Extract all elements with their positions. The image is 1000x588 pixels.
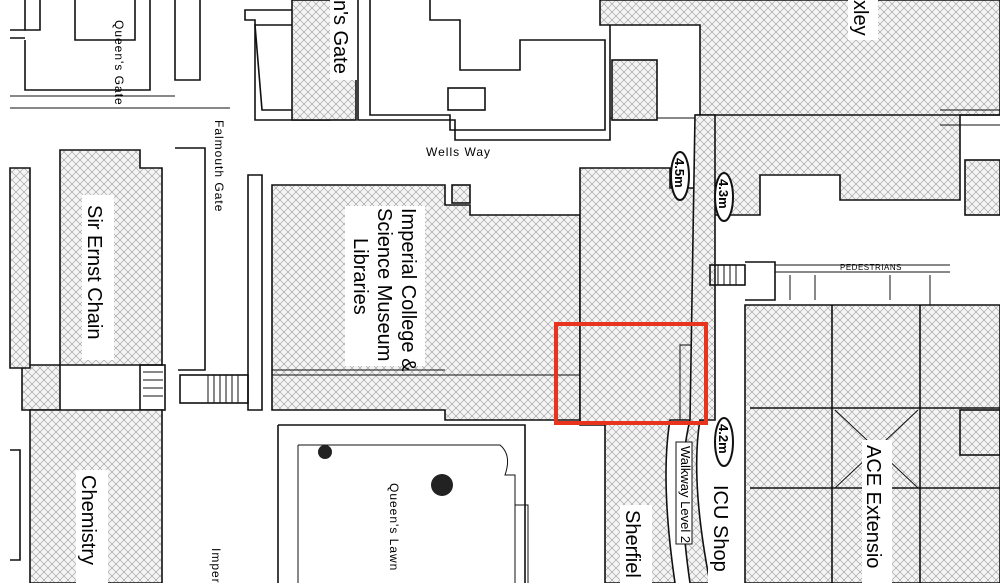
highlight-box <box>554 322 708 425</box>
label-chemistry: Chemistry <box>77 475 99 565</box>
label-queens-lawn: Queen's Lawn <box>387 483 401 571</box>
clearance-value-2: 4.3m <box>716 179 731 209</box>
sherfield-building: Sherfiel <box>579 167 708 584</box>
clearance-sign-2: 4.3m <box>714 172 734 222</box>
clearance-value-1: 4.5m <box>672 158 687 188</box>
label-queens-gate-building: n's Gate <box>329 0 351 74</box>
label-wells-way: Wells Way <box>426 145 491 159</box>
clearance-sign-1: 4.5m <box>670 151 690 201</box>
label-ace-extension: ACE Extensio <box>862 445 884 568</box>
clearance-sign-3: 4.2m <box>714 417 734 467</box>
tree-icon <box>318 445 332 459</box>
label-library-line3: Libraries <box>349 238 371 315</box>
queens-gate-block <box>10 0 230 109</box>
label-sherfield: Sherfiel <box>621 510 643 578</box>
label-pedestrians: PEDESTRIANS <box>840 263 902 272</box>
label-huxley: xley <box>849 0 871 36</box>
label-icu-shop: ICU Shop <box>709 485 731 572</box>
label-library-line2: Science Museum <box>373 208 395 361</box>
bridge-west <box>179 374 249 404</box>
tree-icon <box>431 474 453 496</box>
label-imperial: Imper <box>209 548 223 583</box>
chemistry-building: Chemistry <box>10 409 163 584</box>
label-falmouth-gate: Falmouth Gate <box>212 120 226 212</box>
pedestrian-corridor: PEDESTRIANS <box>709 261 950 305</box>
label-walkway: Walkway Level 2 <box>678 446 693 543</box>
library-building: Imperial College & Science Museum Librar… <box>247 174 581 421</box>
queens-lawn: Queen's Lawn Imper <box>209 424 529 584</box>
queens-gate-building: n's Gate <box>244 0 358 121</box>
label-sir-ernst-chain: Sir Ernst Chain <box>83 205 105 340</box>
label-queens-gate-street: Queen's Gate <box>112 20 126 106</box>
label-library-line1: Imperial College & <box>397 208 419 372</box>
ace-extension-block: ICU Shop ACE Extensio <box>708 304 1000 584</box>
sir-ernst-chain-building: Sir Ernst Chain <box>9 147 206 411</box>
clearance-value-3: 4.2m <box>716 424 731 454</box>
